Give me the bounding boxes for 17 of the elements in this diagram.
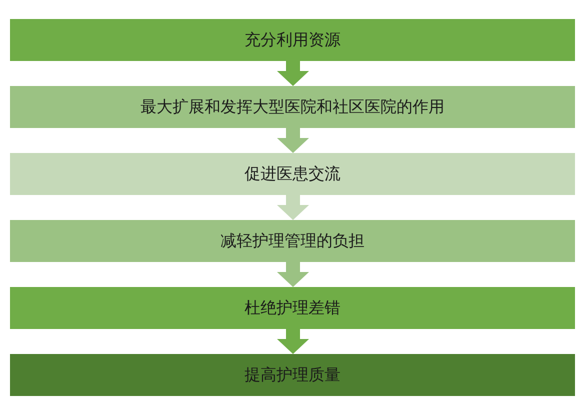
step-text: 提高护理质量 bbox=[244, 364, 340, 386]
step-bar bbox=[10, 287, 575, 329]
step-text: 最大扩展和发挥大型医院和社区医院的作用 bbox=[140, 96, 444, 118]
down-arrow bbox=[277, 262, 309, 287]
step-bar bbox=[10, 19, 575, 61]
step-bar bbox=[10, 153, 575, 195]
step-bar bbox=[10, 354, 575, 396]
step-text: 促进医患交流 bbox=[244, 163, 340, 185]
down-arrow bbox=[277, 61, 309, 86]
step-bar bbox=[10, 220, 575, 262]
step-text: 充分利用资源 bbox=[244, 29, 340, 51]
down-arrow bbox=[277, 195, 309, 220]
step-bar bbox=[10, 86, 575, 128]
down-arrow bbox=[277, 329, 309, 354]
step-text: 杜绝护理差错 bbox=[244, 297, 340, 319]
down-arrow bbox=[277, 128, 309, 153]
step-text: 减轻护理管理的负担 bbox=[220, 230, 364, 252]
